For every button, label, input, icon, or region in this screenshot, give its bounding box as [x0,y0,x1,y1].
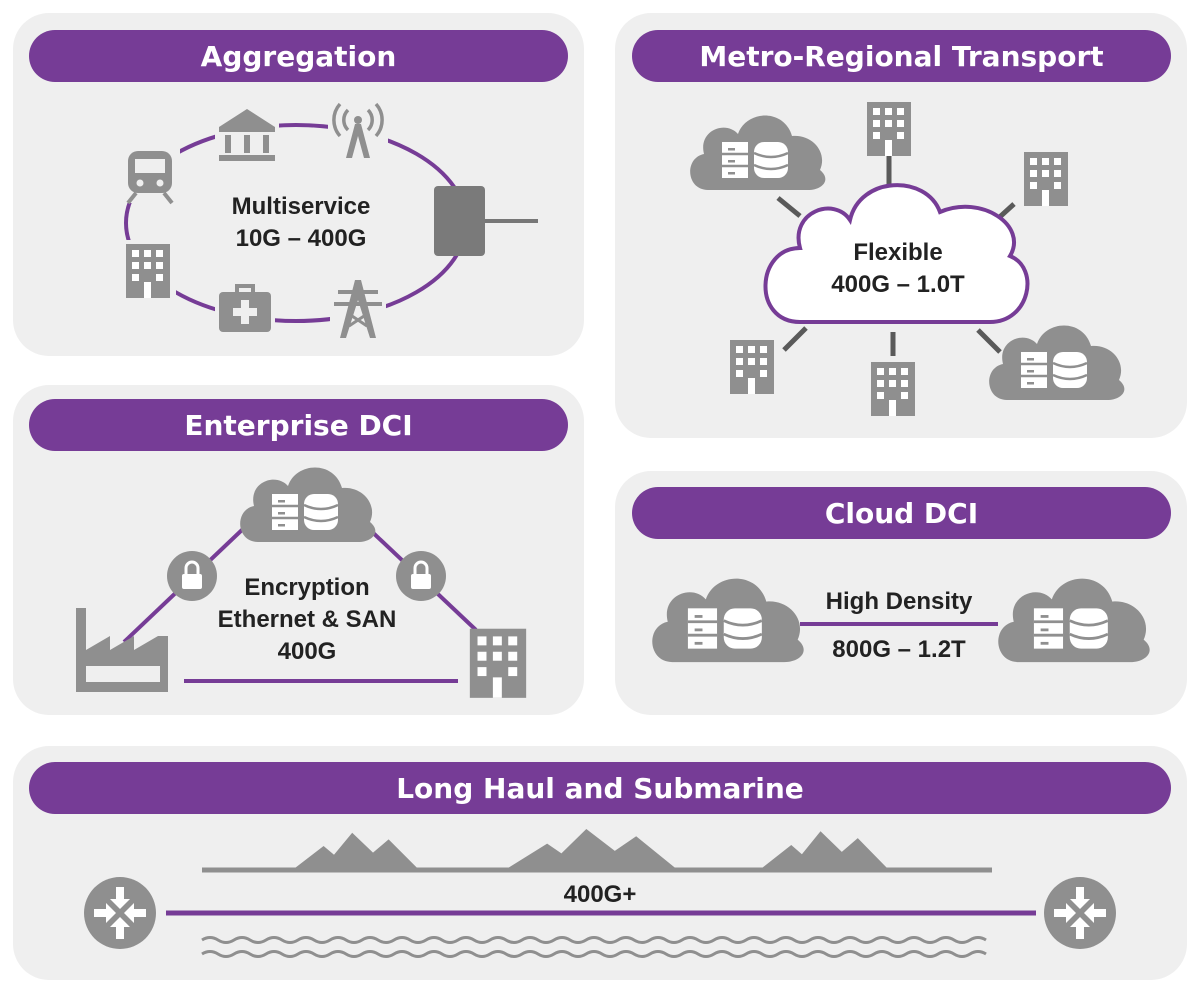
aggregation-rate-text: 10G – 400G [235,225,367,252]
building-icon [120,240,176,300]
aggregation-label: Multiservice 10G – 400G [196,191,406,255]
enterprise-label: Encryption Ethernet & SAN 400G [182,572,432,668]
building-icon [469,628,527,698]
train-icon [120,145,180,205]
enterprise-protocol-text: Ethernet & SAN [217,606,397,633]
cloud-datacenter-icon [987,324,1126,402]
metro-label: Flexible 400G – 1.0T [798,237,998,301]
cloud-datacenter-icon [996,577,1152,664]
building-icon [871,362,915,416]
antenna-icon [328,102,388,160]
power-tower-icon [330,278,386,340]
metro-flex-text: Flexible [853,239,943,266]
building-icon [867,102,911,156]
router-icon [84,877,156,949]
cloud-datacenter-icon [688,114,827,192]
metro-title: Metro-Regional Transport [632,30,1171,82]
aggregation-service-text: Multiservice [231,193,371,220]
cloud-dci-rate-text: 800G – 1.2T [832,636,966,663]
bank-icon [215,107,279,163]
longhaul-title: Long Haul and Submarine [29,762,1171,814]
metro-flexible-cloud [763,183,1030,324]
mountains-icon [295,828,888,868]
building-icon [730,340,774,394]
medical-kit-icon [215,282,275,338]
router-icon [1044,877,1116,949]
enterprise-rate-text: 400G [277,638,337,665]
cloud-datacenter-icon [238,466,377,544]
factory-icon [76,608,168,692]
cloud-datacenter-icon [650,577,806,664]
switch-device-icon [434,186,485,256]
aggregation-title: Aggregation [29,30,568,82]
building-icon [1024,152,1068,206]
longhaul-rate-text: 400G+ [563,881,637,908]
enterprise-encryption-text: Encryption [244,574,370,601]
cloud-dci-title: Cloud DCI [632,487,1171,539]
cloud-dci-density-text: High Density [825,588,973,615]
waves-icon [201,936,987,958]
metro-rate-text: 400G – 1.0T [831,271,965,298]
enterprise-title: Enterprise DCI [29,399,568,451]
